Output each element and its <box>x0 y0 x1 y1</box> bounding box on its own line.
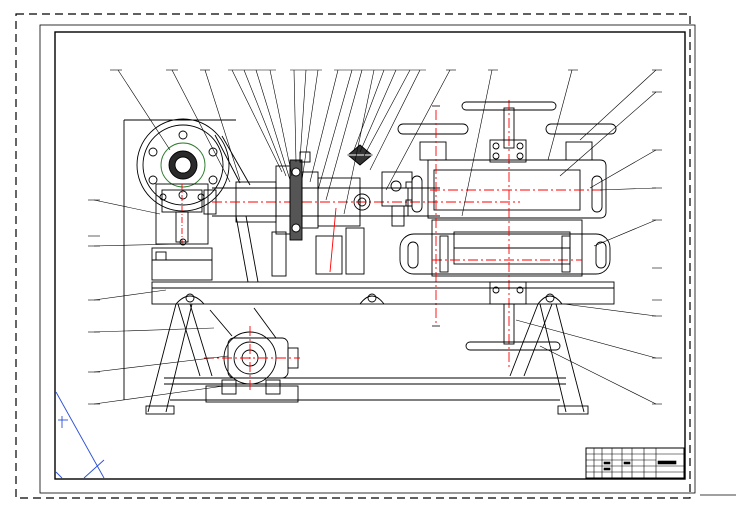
inner-frame <box>39 24 696 494</box>
machine-bed <box>151 281 615 305</box>
assembly <box>123 100 617 415</box>
orientation-mark <box>55 391 105 479</box>
callout-tags <box>88 69 662 405</box>
lower-housing <box>399 219 611 277</box>
title-block <box>585 447 685 479</box>
upper-pulley <box>136 118 251 212</box>
outer-dashed-frame <box>15 13 691 499</box>
coupling <box>271 151 319 277</box>
drawing-border <box>54 31 686 480</box>
vertical-shaft <box>435 100 561 370</box>
motor-base <box>151 247 213 281</box>
bearing-block <box>315 177 409 275</box>
callout-leaders <box>93 69 657 405</box>
lower-motor <box>204 307 300 395</box>
section-marks <box>432 105 440 327</box>
stand-legs <box>145 303 589 415</box>
upper-housing <box>397 123 617 219</box>
